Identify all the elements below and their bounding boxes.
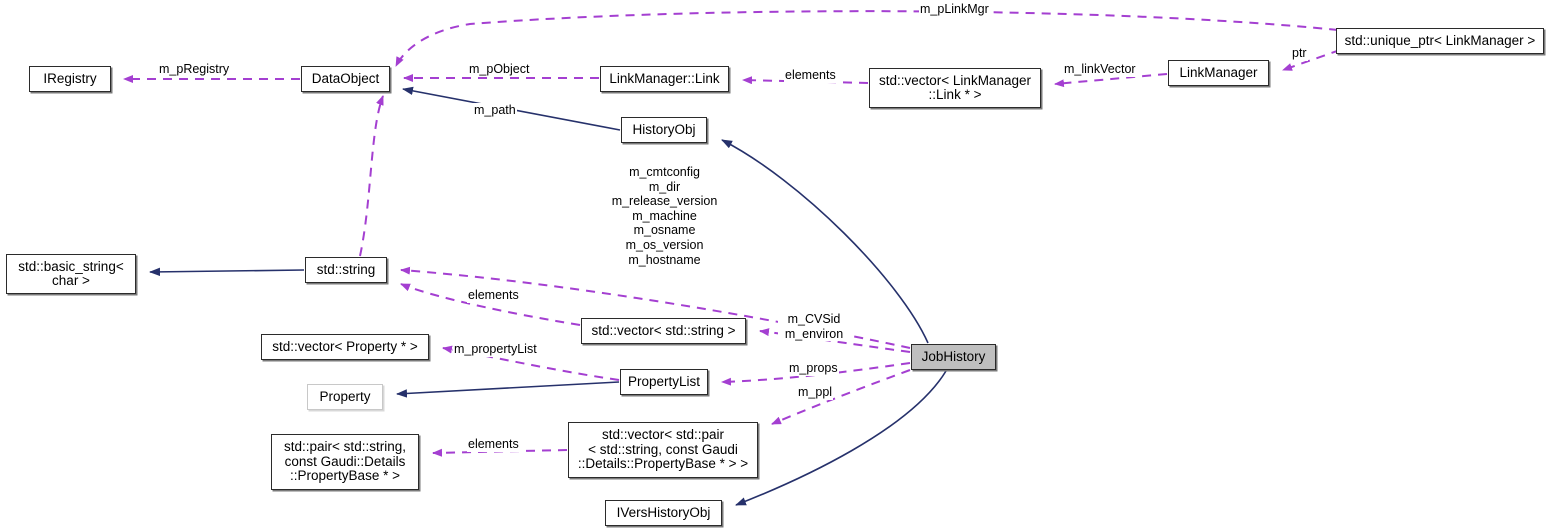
node-iregistry[interactable]: IRegistry [29,66,111,92]
edge-label-ptr: ptr [1291,46,1308,61]
node-basic-string-char[interactable]: std::basic_string< char > [6,254,136,294]
edge-label-m-plinkmgr: m_pLinkMgr [919,2,990,17]
node-dataobject[interactable]: DataObject [301,66,390,92]
node-jobhistory[interactable]: JobHistory [911,344,996,370]
node-property[interactable]: Property [307,384,383,410]
node-vector-pair-string-propertybase[interactable]: std::vector< std::pair < std::string, co… [568,422,758,478]
edge-label-historyobj-fields: m_cmtconfig m_dir m_release_version m_ma… [611,165,718,267]
node-iversHistoryobj[interactable]: IVersHistoryObj [605,500,722,526]
node-linkmanager-link[interactable]: LinkManager::Link [600,66,729,92]
node-vector-linkmanager-link-ptr[interactable]: std::vector< LinkManager ::Link * > [869,68,1041,108]
edge-label-elements-link: elements [784,68,837,83]
node-pair-string-propertybase[interactable]: std::pair< std::string, const Gaudi::Det… [271,434,419,490]
edge-label-m-propertylist: m_propertyList [453,342,538,357]
node-unique-ptr-linkmanager[interactable]: std::unique_ptr< LinkManager > [1336,28,1544,54]
node-vector-std-string[interactable]: std::vector< std::string > [581,318,746,344]
node-linkmanager[interactable]: LinkManager [1168,60,1269,86]
edge-label-m-cvsid-m-environ: m_CVSid m_environ [778,312,850,342]
edge-label-m-pregistry: m_pRegistry [158,62,231,77]
node-std-string[interactable]: std::string [305,257,387,283]
edge-label-m-pobject: m_pObject [468,62,531,77]
edge-label-elements-string: elements [467,288,520,303]
node-vector-property-ptr[interactable]: std::vector< Property * > [261,334,429,360]
edge-label-m-ppl: m_ppl [797,385,834,400]
node-historyobj[interactable]: HistoryObj [621,117,707,143]
edge-label-m-linkvector: m_linkVector [1063,62,1137,77]
edge-label-m-props: m_props [788,361,839,376]
inheritance-edges [149,86,947,506]
node-propertylist[interactable]: PropertyList [620,369,708,395]
edge-label-elements-pair: elements [467,437,520,452]
edge-label-m-path: m_path [473,103,517,118]
